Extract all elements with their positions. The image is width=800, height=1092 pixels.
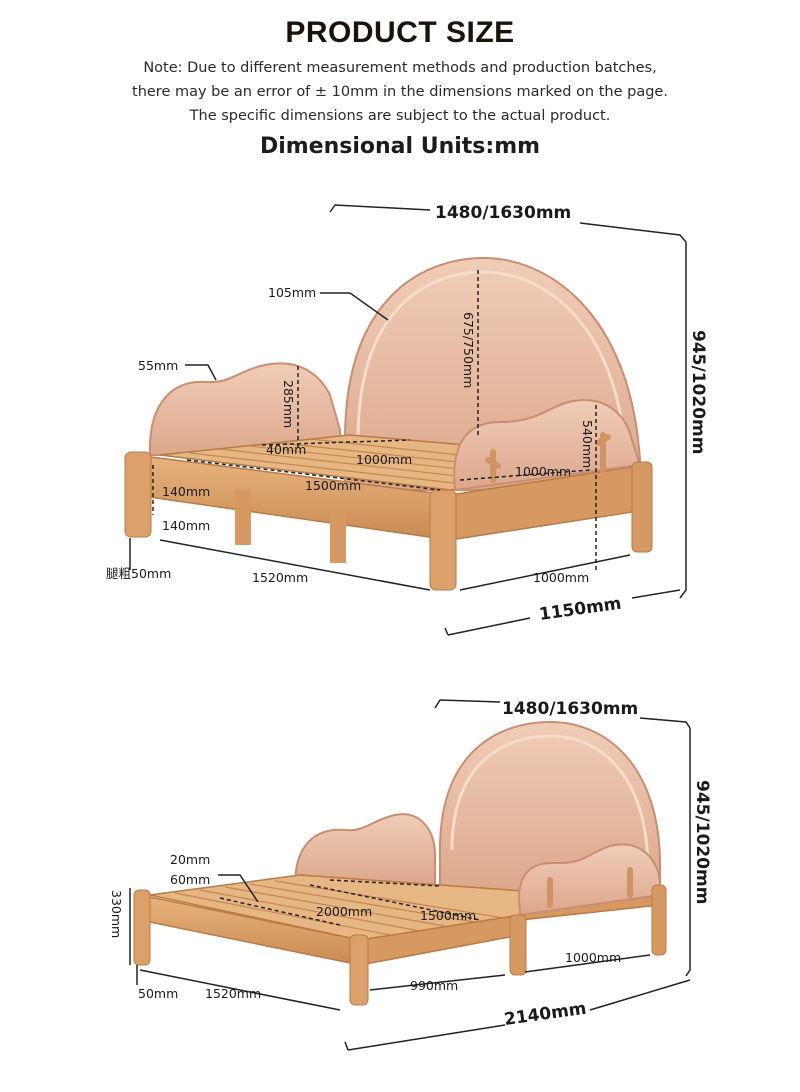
leg2-c	[509, 914, 527, 976]
note-line-3: The specific dimensions are subject to t…	[189, 108, 611, 124]
leg2-d	[651, 884, 667, 956]
bed-diagram-2: 1480/1630mm 945/1020mm 20mm 60mm 330mm 2…	[109, 699, 712, 1051]
label-rail-height-2: 140mm	[162, 518, 210, 533]
label-slat-width: 1000mm	[356, 452, 412, 467]
front-guard-2	[518, 843, 661, 917]
leg-front-right	[429, 489, 457, 591]
label-headboard-thickness: 105mm	[268, 285, 316, 300]
leg2-b	[349, 934, 369, 1006]
label2-leg: 50mm	[138, 986, 178, 1001]
label2-total-depth: 2140mm	[503, 999, 588, 1030]
bed-diagram-1: 1480/1630mm 945/1020mm 1150mm 105mm 675/…	[106, 203, 708, 636]
dim-width-top	[329, 204, 687, 243]
leg-mid-2	[330, 508, 346, 563]
label2-base-length: 1520mm	[205, 986, 261, 1001]
label-height-right: 945/1020mm	[688, 330, 708, 454]
back-guard	[148, 362, 341, 456]
label2-front-guard-length: 1000mm	[565, 950, 621, 965]
label2-extended-length: 2000mm	[316, 904, 372, 919]
label-gap-width: 40mm	[266, 442, 306, 457]
label-front-guard-height: 540mm	[580, 420, 595, 468]
label-headboard-height: 675/750mm	[461, 312, 476, 388]
label2-slat-gap-2: 60mm	[170, 872, 210, 887]
note-line-1: Note: Due to different measurement metho…	[143, 60, 657, 76]
label2-width-top: 1480/1630mm	[502, 699, 638, 719]
label-base-length: 1520mm	[252, 570, 308, 585]
label-rail-height-1: 140mm	[162, 484, 210, 499]
leg-mid-1	[235, 490, 251, 545]
label2-bed-width: 1500mm	[420, 908, 476, 923]
label2-frame-height: 330mm	[109, 890, 124, 938]
label2-pullout-depth: 990mm	[410, 978, 458, 993]
note-line-2: there may be an error of ± 10mm in the d…	[132, 84, 668, 100]
page-title: PRODUCT SIZE	[285, 16, 515, 49]
label-front-guard-length: 1000mm	[515, 464, 571, 479]
dim-height-right	[679, 242, 687, 599]
measurement-note: Note: Due to different measurement metho…	[0, 56, 800, 128]
label-guard-height: 285mm	[281, 380, 296, 428]
leg2-a	[133, 889, 151, 966]
label-base-depth: 1000mm	[533, 570, 589, 585]
label2-slat-gap-1: 20mm	[170, 852, 210, 867]
back-guard-2	[293, 813, 436, 886]
front-guard	[453, 399, 642, 492]
label-width-top: 1480/1630mm	[435, 203, 571, 223]
dim-depth-bottom	[444, 589, 681, 636]
label-slat-length: 1500mm	[305, 478, 361, 493]
leg-back-right	[631, 461, 653, 553]
label-guard-thickness: 55mm	[138, 358, 178, 373]
label2-height-right: 945/1020mm	[692, 780, 712, 904]
label-depth-bottom: 1150mm	[538, 594, 623, 625]
leg-front-left	[124, 451, 152, 538]
units-heading: Dimensional Units:mm	[259, 134, 541, 159]
label-leg: 腿粗50mm	[106, 566, 171, 581]
